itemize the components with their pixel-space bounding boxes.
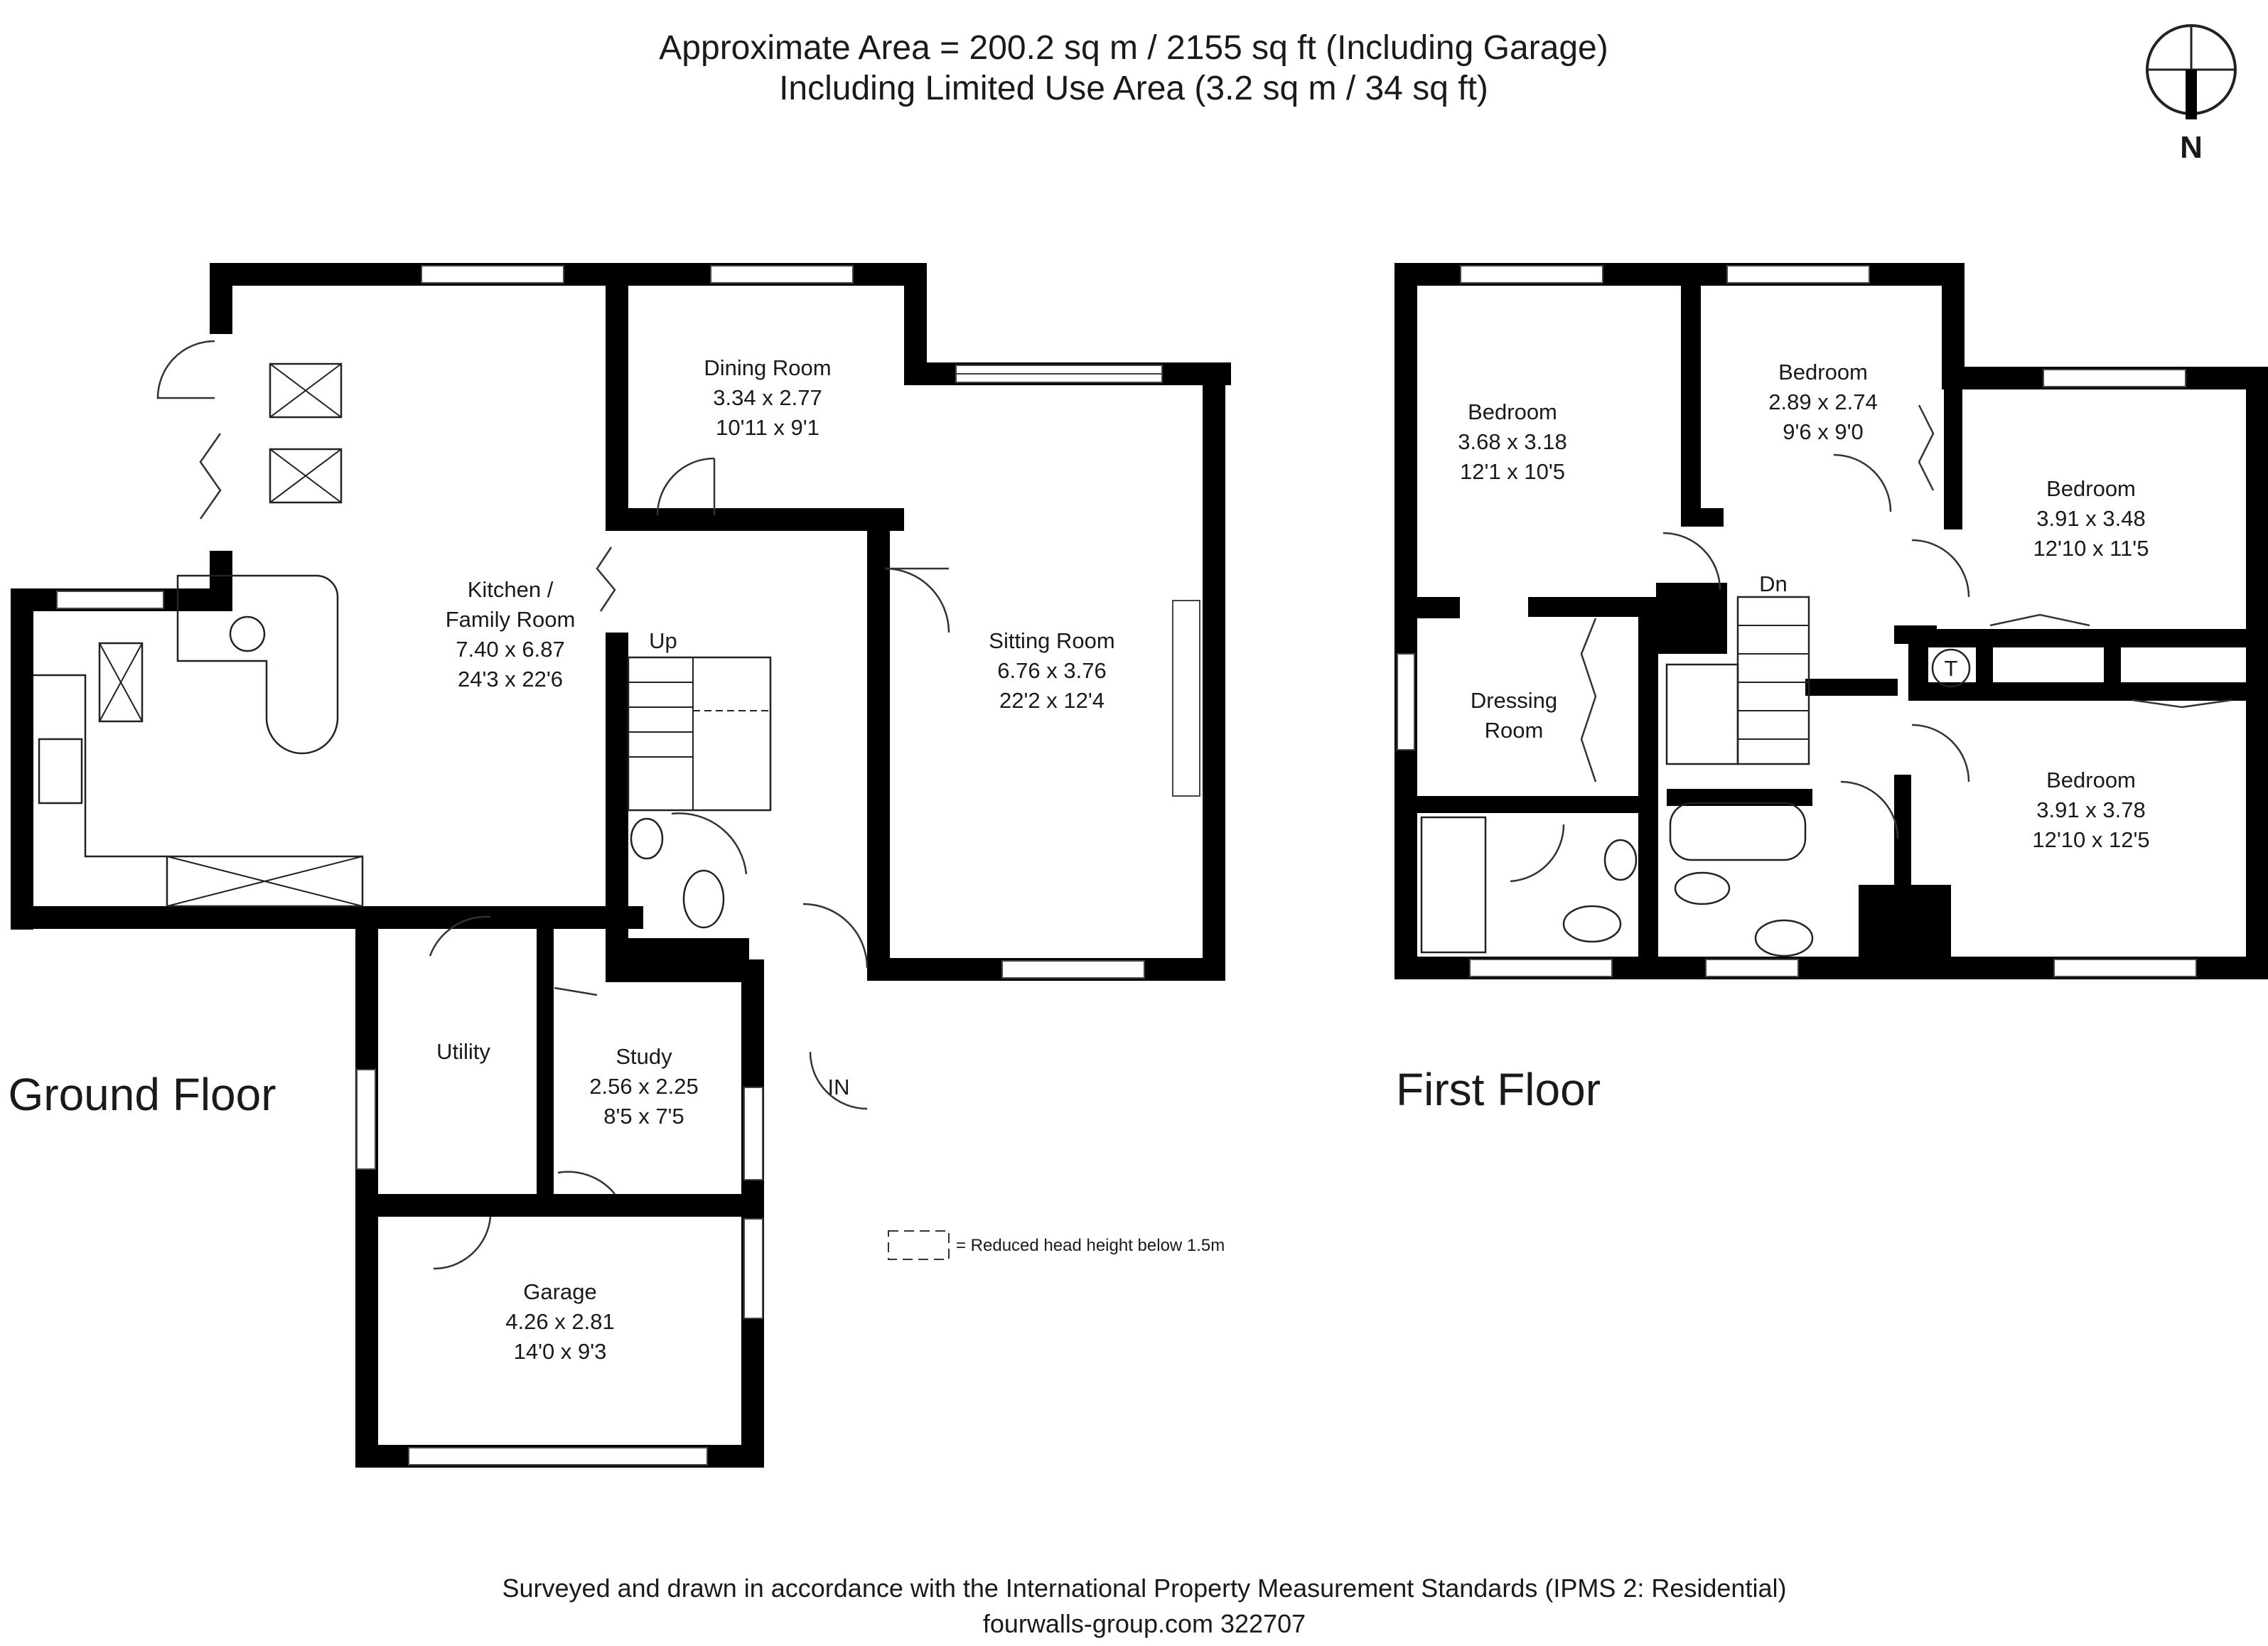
room-kitchen-line1: Kitchen /: [468, 577, 554, 602]
cupboard-t-label: T: [1945, 656, 1958, 681]
room-bedroom2-line3: 9'6 x 9'0: [1783, 419, 1864, 444]
room-garage-line3: 14'0 x 9'3: [514, 1339, 607, 1364]
north-compass-icon: [2146, 24, 2237, 119]
room-bedroom3-line1: Bedroom: [2046, 476, 2136, 501]
room-kitchen-line4: 24'3 x 22'6: [458, 667, 563, 692]
room-sitting-line1: Sitting Room: [989, 628, 1114, 653]
ipms-statement: Surveyed and drawn in accordance with th…: [502, 1574, 1787, 1603]
reduced-height-legend-label: = Reduced head height below 1.5m: [956, 1236, 1225, 1255]
ground-floor-plan: [11, 263, 1231, 1468]
area-title: Approximate Area = 200.2 sq m / 2155 sq …: [659, 29, 1608, 67]
room-bedroom4-line3: 12'10 x 12'5: [2032, 827, 2149, 852]
room-garage-line1: Garage: [523, 1279, 596, 1304]
first-floor-label: First Floor: [1396, 1064, 1601, 1115]
company-reference: fourwalls-group.com 322707: [983, 1609, 1306, 1638]
room-dining-line3: 10'11 x 9'1: [716, 415, 819, 440]
room-bedroom3-line3: 12'10 x 11'5: [2033, 536, 2149, 561]
room-dressing-line1: Dressing: [1471, 688, 1557, 713]
room-bedroom4-line2: 3.91 x 3.78: [2036, 797, 2145, 822]
room-garage-line2: 4.26 x 2.81: [505, 1309, 614, 1334]
room-bedroom1-line2: 3.68 x 3.18: [1458, 429, 1566, 454]
stairs-up-label: Up: [649, 628, 677, 653]
room-kitchen-line2: Family Room: [446, 607, 576, 632]
room-bedroom2-line1: Bedroom: [1778, 360, 1868, 384]
room-dressing-line2: Room: [1485, 718, 1544, 743]
limited-use-area: Including Limited Use Area (3.2 sq m / 3…: [779, 70, 1488, 107]
entrance-label: IN: [828, 1075, 850, 1099]
room-study-line2: 2.56 x 2.25: [589, 1074, 698, 1099]
room-bedroom1-line3: 12'1 x 10'5: [1460, 459, 1565, 484]
ground-floor-label: Ground Floor: [8, 1069, 276, 1120]
room-sitting-line3: 22'2 x 12'4: [999, 688, 1105, 713]
reduced-height-legend-swatch: [888, 1230, 950, 1260]
room-study-line3: 8'5 x 7'5: [603, 1104, 684, 1129]
room-sitting-line2: 6.76 x 3.76: [997, 658, 1106, 683]
room-bedroom2-line2: 2.89 x 2.74: [1768, 389, 1877, 414]
room-dining-line2: 3.34 x 2.77: [713, 385, 822, 410]
room-utility-label: Utility: [436, 1039, 490, 1064]
stairs-down-label: Dn: [1759, 571, 1788, 596]
compass-label: N: [2180, 130, 2203, 165]
room-bedroom1-line1: Bedroom: [1468, 399, 1557, 424]
first-floor-plan: [1394, 263, 2268, 979]
room-study-line1: Study: [616, 1044, 672, 1069]
room-bedroom3-line2: 3.91 x 3.48: [2036, 506, 2145, 531]
room-kitchen-line3: 7.40 x 6.87: [456, 637, 564, 662]
room-dining-line1: Dining Room: [704, 355, 831, 380]
room-bedroom4-line1: Bedroom: [2046, 768, 2136, 792]
